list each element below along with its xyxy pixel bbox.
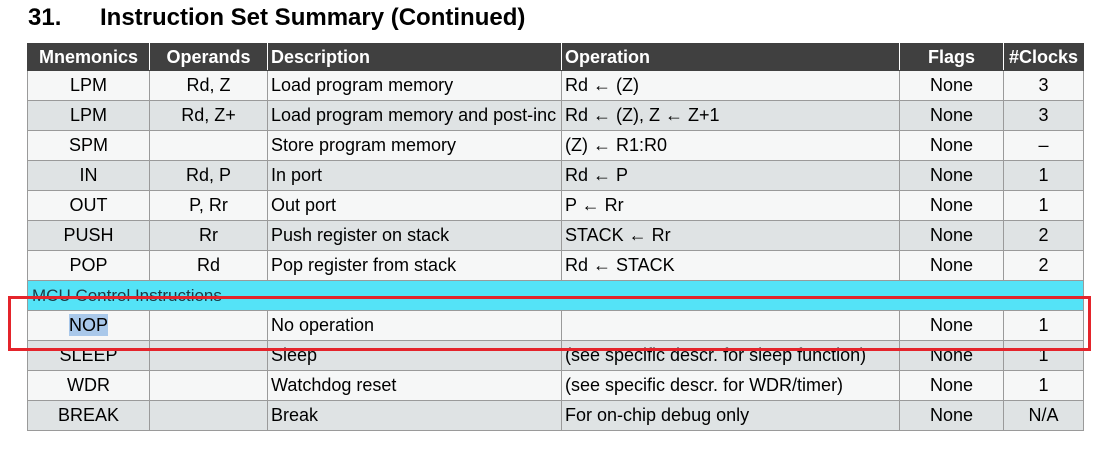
column-header-description: Description bbox=[267, 43, 562, 71]
table-row: BREAK Break For on-chip debug only None … bbox=[27, 400, 1084, 431]
cell-description: Load program memory and post-inc bbox=[267, 100, 562, 131]
cell-operation: STACK ← Rr bbox=[561, 220, 900, 251]
cell-operands bbox=[149, 310, 268, 341]
cell-operands bbox=[149, 400, 268, 431]
cell-mnemonic: IN bbox=[27, 160, 150, 191]
cell-mnemonic: SPM bbox=[27, 130, 150, 161]
column-header-flags: Flags bbox=[899, 43, 1004, 71]
cell-operation: Rd ← (Z) bbox=[561, 70, 900, 101]
cell-operation: Rd ← P bbox=[561, 160, 900, 191]
cell-mnemonic: BREAK bbox=[27, 400, 150, 431]
table-row: IN Rd, P In port Rd ← P None 1 bbox=[27, 160, 1084, 191]
cell-clocks: 1 bbox=[1003, 160, 1084, 191]
cell-operands: Rd, Z bbox=[149, 70, 268, 101]
section-number: 31. bbox=[28, 4, 62, 31]
cell-mnemonic: OUT bbox=[27, 190, 150, 221]
cell-operation: (see specific descr. for sleep function) bbox=[561, 340, 900, 371]
table-row: POP Rd Pop register from stack Rd ← STAC… bbox=[27, 250, 1084, 281]
cell-description: Watchdog reset bbox=[267, 370, 562, 401]
cell-operands bbox=[149, 340, 268, 371]
cell-flags: None bbox=[899, 400, 1004, 431]
cell-operation: Rd ← STACK bbox=[561, 250, 900, 281]
cell-operands bbox=[149, 130, 268, 161]
cell-operands bbox=[149, 370, 268, 401]
cell-clocks: – bbox=[1003, 130, 1084, 161]
section-row-mcu-control: MCU Control Instructions bbox=[27, 280, 1084, 311]
cell-flags: None bbox=[899, 250, 1004, 281]
cell-operation: (Z) ← R1:R0 bbox=[561, 130, 900, 161]
cell-clocks: 3 bbox=[1003, 70, 1084, 101]
cell-clocks: 1 bbox=[1003, 310, 1084, 341]
cell-description: In port bbox=[267, 160, 562, 191]
cell-operation: For on-chip debug only bbox=[561, 400, 900, 431]
cell-operands: Rr bbox=[149, 220, 268, 251]
cell-description: Break bbox=[267, 400, 562, 431]
cell-description: Pop register from stack bbox=[267, 250, 562, 281]
section-heading: 31. Instruction Set Summary (Continued) bbox=[28, 3, 525, 33]
cell-mnemonic: LPM bbox=[27, 70, 150, 101]
table-row: LPM Rd, Z+ Load program memory and post-… bbox=[27, 100, 1084, 131]
cell-flags: None bbox=[899, 190, 1004, 221]
cell-clocks: 2 bbox=[1003, 250, 1084, 281]
cell-description: Store program memory bbox=[267, 130, 562, 161]
cell-operands: P, Rr bbox=[149, 190, 268, 221]
instruction-set-table: Mnemonics Operands Description Operation… bbox=[27, 43, 1084, 431]
cell-clocks: 2 bbox=[1003, 220, 1084, 251]
cell-description: Push register on stack bbox=[267, 220, 562, 251]
section-title: Instruction Set Summary (Continued) bbox=[100, 4, 526, 31]
cell-mnemonic: LPM bbox=[27, 100, 150, 131]
cell-mnemonic[interactable]: NOP bbox=[27, 310, 150, 341]
selected-text[interactable]: NOP bbox=[68, 314, 108, 336]
table-header-row: Mnemonics Operands Description Operation… bbox=[27, 43, 1084, 71]
cell-clocks: 1 bbox=[1003, 190, 1084, 221]
cell-operation bbox=[561, 310, 900, 341]
cell-flags: None bbox=[899, 70, 1004, 101]
cell-clocks: 3 bbox=[1003, 100, 1084, 131]
cell-flags: None bbox=[899, 310, 1004, 341]
column-header-mnemonics: Mnemonics bbox=[27, 43, 150, 71]
cell-description: Sleep bbox=[267, 340, 562, 371]
section-label: MCU Control Instructions bbox=[27, 280, 1084, 311]
cell-flags: None bbox=[899, 340, 1004, 371]
cell-flags: None bbox=[899, 370, 1004, 401]
cell-flags: None bbox=[899, 100, 1004, 131]
cell-clocks: 1 bbox=[1003, 340, 1084, 371]
cell-operation: Rd ← (Z), Z ← Z+1 bbox=[561, 100, 900, 131]
cell-flags: None bbox=[899, 160, 1004, 191]
cell-operands: Rd bbox=[149, 250, 268, 281]
cell-flags: None bbox=[899, 130, 1004, 161]
cell-description: No operation bbox=[267, 310, 562, 341]
cell-description: Out port bbox=[267, 190, 562, 221]
table-row: OUT P, Rr Out port P ← Rr None 1 bbox=[27, 190, 1084, 221]
table-row: PUSH Rr Push register on stack STACK ← R… bbox=[27, 220, 1084, 251]
cell-operation: (see specific descr. for WDR/timer) bbox=[561, 370, 900, 401]
cell-flags: None bbox=[899, 220, 1004, 251]
table-row-nop: NOP No operation None 1 bbox=[27, 310, 1084, 341]
column-header-clocks: #Clocks bbox=[1003, 43, 1084, 71]
column-header-operation: Operation bbox=[561, 43, 900, 71]
cell-mnemonic: SLEEP bbox=[27, 340, 150, 371]
cell-mnemonic: WDR bbox=[27, 370, 150, 401]
table-row: LPM Rd, Z Load program memory Rd ← (Z) N… bbox=[27, 70, 1084, 101]
cell-operation: P ← Rr bbox=[561, 190, 900, 221]
cell-clocks: N/A bbox=[1003, 400, 1084, 431]
cell-mnemonic: POP bbox=[27, 250, 150, 281]
cell-operands: Rd, Z+ bbox=[149, 100, 268, 131]
column-header-operands: Operands bbox=[149, 43, 268, 71]
table-row: SPM Store program memory (Z) ← R1:R0 Non… bbox=[27, 130, 1084, 161]
cell-operands: Rd, P bbox=[149, 160, 268, 191]
table-row: SLEEP Sleep (see specific descr. for sle… bbox=[27, 340, 1084, 371]
table-row: WDR Watchdog reset (see specific descr. … bbox=[27, 370, 1084, 401]
cell-clocks: 1 bbox=[1003, 370, 1084, 401]
cell-description: Load program memory bbox=[267, 70, 562, 101]
cell-mnemonic: PUSH bbox=[27, 220, 150, 251]
